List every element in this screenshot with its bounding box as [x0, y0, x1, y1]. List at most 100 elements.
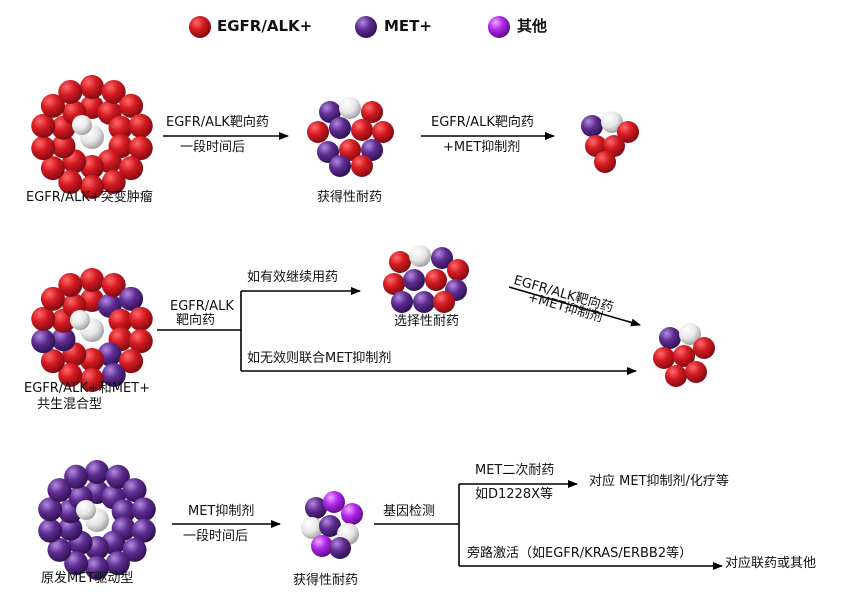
cell — [693, 337, 715, 359]
cell — [409, 245, 431, 267]
cell — [128, 136, 153, 161]
cell — [323, 491, 345, 513]
cell — [64, 464, 89, 489]
cell — [659, 327, 681, 349]
row1-tumor-cluster — [31, 75, 153, 199]
cell — [119, 286, 144, 311]
cell — [617, 121, 639, 143]
cell — [80, 368, 104, 392]
row2-drug-line2: 靶向药 — [176, 313, 216, 328]
cell — [40, 156, 65, 181]
cell — [341, 503, 363, 525]
legend-label-other: 其他 — [517, 17, 548, 35]
row1-arrow1-top-label: EGFR/ALK靶向药 — [166, 115, 269, 130]
cell — [119, 93, 144, 118]
cell — [58, 170, 83, 195]
row3-branch-bottom-label: 旁路激活（如EGFR/KRAS/ERBB2等） — [467, 546, 693, 561]
cell — [31, 113, 56, 138]
cell — [119, 349, 144, 374]
row2-branch-bottom-label: 如无效则联合MET抑制剂 — [247, 351, 392, 366]
row3-tumor-caption: 原发MET驱动型 — [41, 571, 134, 586]
cell — [413, 291, 435, 313]
cell — [351, 155, 373, 177]
cell — [301, 517, 323, 539]
row1-resistant-cluster — [307, 97, 394, 177]
row3-branch-top-line1: MET二次耐药 — [475, 463, 555, 478]
row1-tumor-caption: EGFR/ALK+突变肿瘤 — [26, 190, 153, 205]
cell — [101, 79, 126, 104]
row2-tumor-caption-2: 共生混合型 — [37, 397, 103, 412]
row3-arrows — [172, 480, 723, 570]
cell — [51, 134, 76, 159]
cell — [128, 306, 153, 331]
row1-arrow1-bottom-label: 一段时间后 — [180, 140, 246, 155]
legend-dot-other — [488, 16, 510, 38]
cell — [47, 537, 72, 562]
row2-selective-cluster — [383, 245, 469, 313]
row3-branch-bottom-result: 对应联药或其他 — [725, 556, 817, 571]
cell — [31, 329, 56, 354]
row2-diagonal-arrow — [508, 286, 641, 327]
cell — [403, 269, 425, 291]
row3-arrow1-top-label: MET抑制剂 — [188, 504, 255, 519]
cell — [679, 323, 701, 345]
row2-drug-line1: EGFR/ALK — [170, 299, 234, 314]
cell — [433, 291, 455, 313]
cell — [38, 518, 63, 543]
cell — [307, 121, 329, 143]
cell — [51, 327, 76, 352]
row1-final-cluster — [581, 111, 639, 173]
legend-dot-egfr — [189, 16, 211, 38]
legend-label-egfr: EGFR/ALK+ — [217, 17, 313, 35]
cell — [105, 464, 130, 489]
cell — [128, 329, 153, 354]
cell — [581, 115, 603, 137]
row3-resistant-caption: 获得性耐药 — [293, 573, 359, 588]
cell — [128, 113, 153, 138]
cell — [101, 272, 126, 297]
cell — [76, 500, 96, 520]
cell — [111, 499, 136, 524]
cell — [108, 308, 133, 333]
cell — [329, 117, 351, 139]
cell — [122, 537, 147, 562]
cell — [329, 155, 351, 177]
cell — [31, 306, 56, 331]
cell — [673, 345, 695, 367]
cell — [31, 136, 56, 161]
cell — [108, 115, 133, 140]
cell — [47, 478, 72, 503]
row3-branch-top-result: 对应 MET抑制剂/化疗等 — [589, 474, 729, 489]
row2-branch-top-label: 如有效继续用药 — [247, 270, 339, 285]
cell — [38, 497, 63, 522]
row3-resistant-cluster — [301, 491, 363, 559]
cell — [40, 286, 65, 311]
cell — [391, 291, 413, 313]
cell — [594, 151, 616, 173]
cell — [389, 251, 411, 273]
cell — [311, 535, 333, 557]
row2-tumor-caption-1: EGFR/ALK+和MET+ — [24, 381, 150, 396]
cell — [351, 119, 373, 141]
cell — [64, 551, 89, 576]
cell — [601, 111, 623, 133]
row2-selective-caption: 选择性耐药 — [394, 314, 460, 329]
cell — [603, 135, 625, 157]
cell — [685, 361, 707, 383]
legend-label-met: MET+ — [384, 17, 432, 35]
cell — [101, 363, 126, 388]
cell — [329, 537, 351, 559]
cell — [425, 269, 447, 291]
row3-test-label: 基因检测 — [383, 504, 436, 519]
legend-dot-met — [355, 16, 377, 38]
cell — [72, 115, 92, 135]
cell — [447, 259, 469, 281]
row2-arrows — [157, 286, 641, 375]
cell — [361, 139, 383, 161]
cell — [131, 497, 156, 522]
cell — [58, 516, 83, 541]
cell — [58, 272, 83, 297]
cell — [339, 139, 361, 161]
cell — [372, 121, 394, 143]
cell — [80, 268, 104, 292]
